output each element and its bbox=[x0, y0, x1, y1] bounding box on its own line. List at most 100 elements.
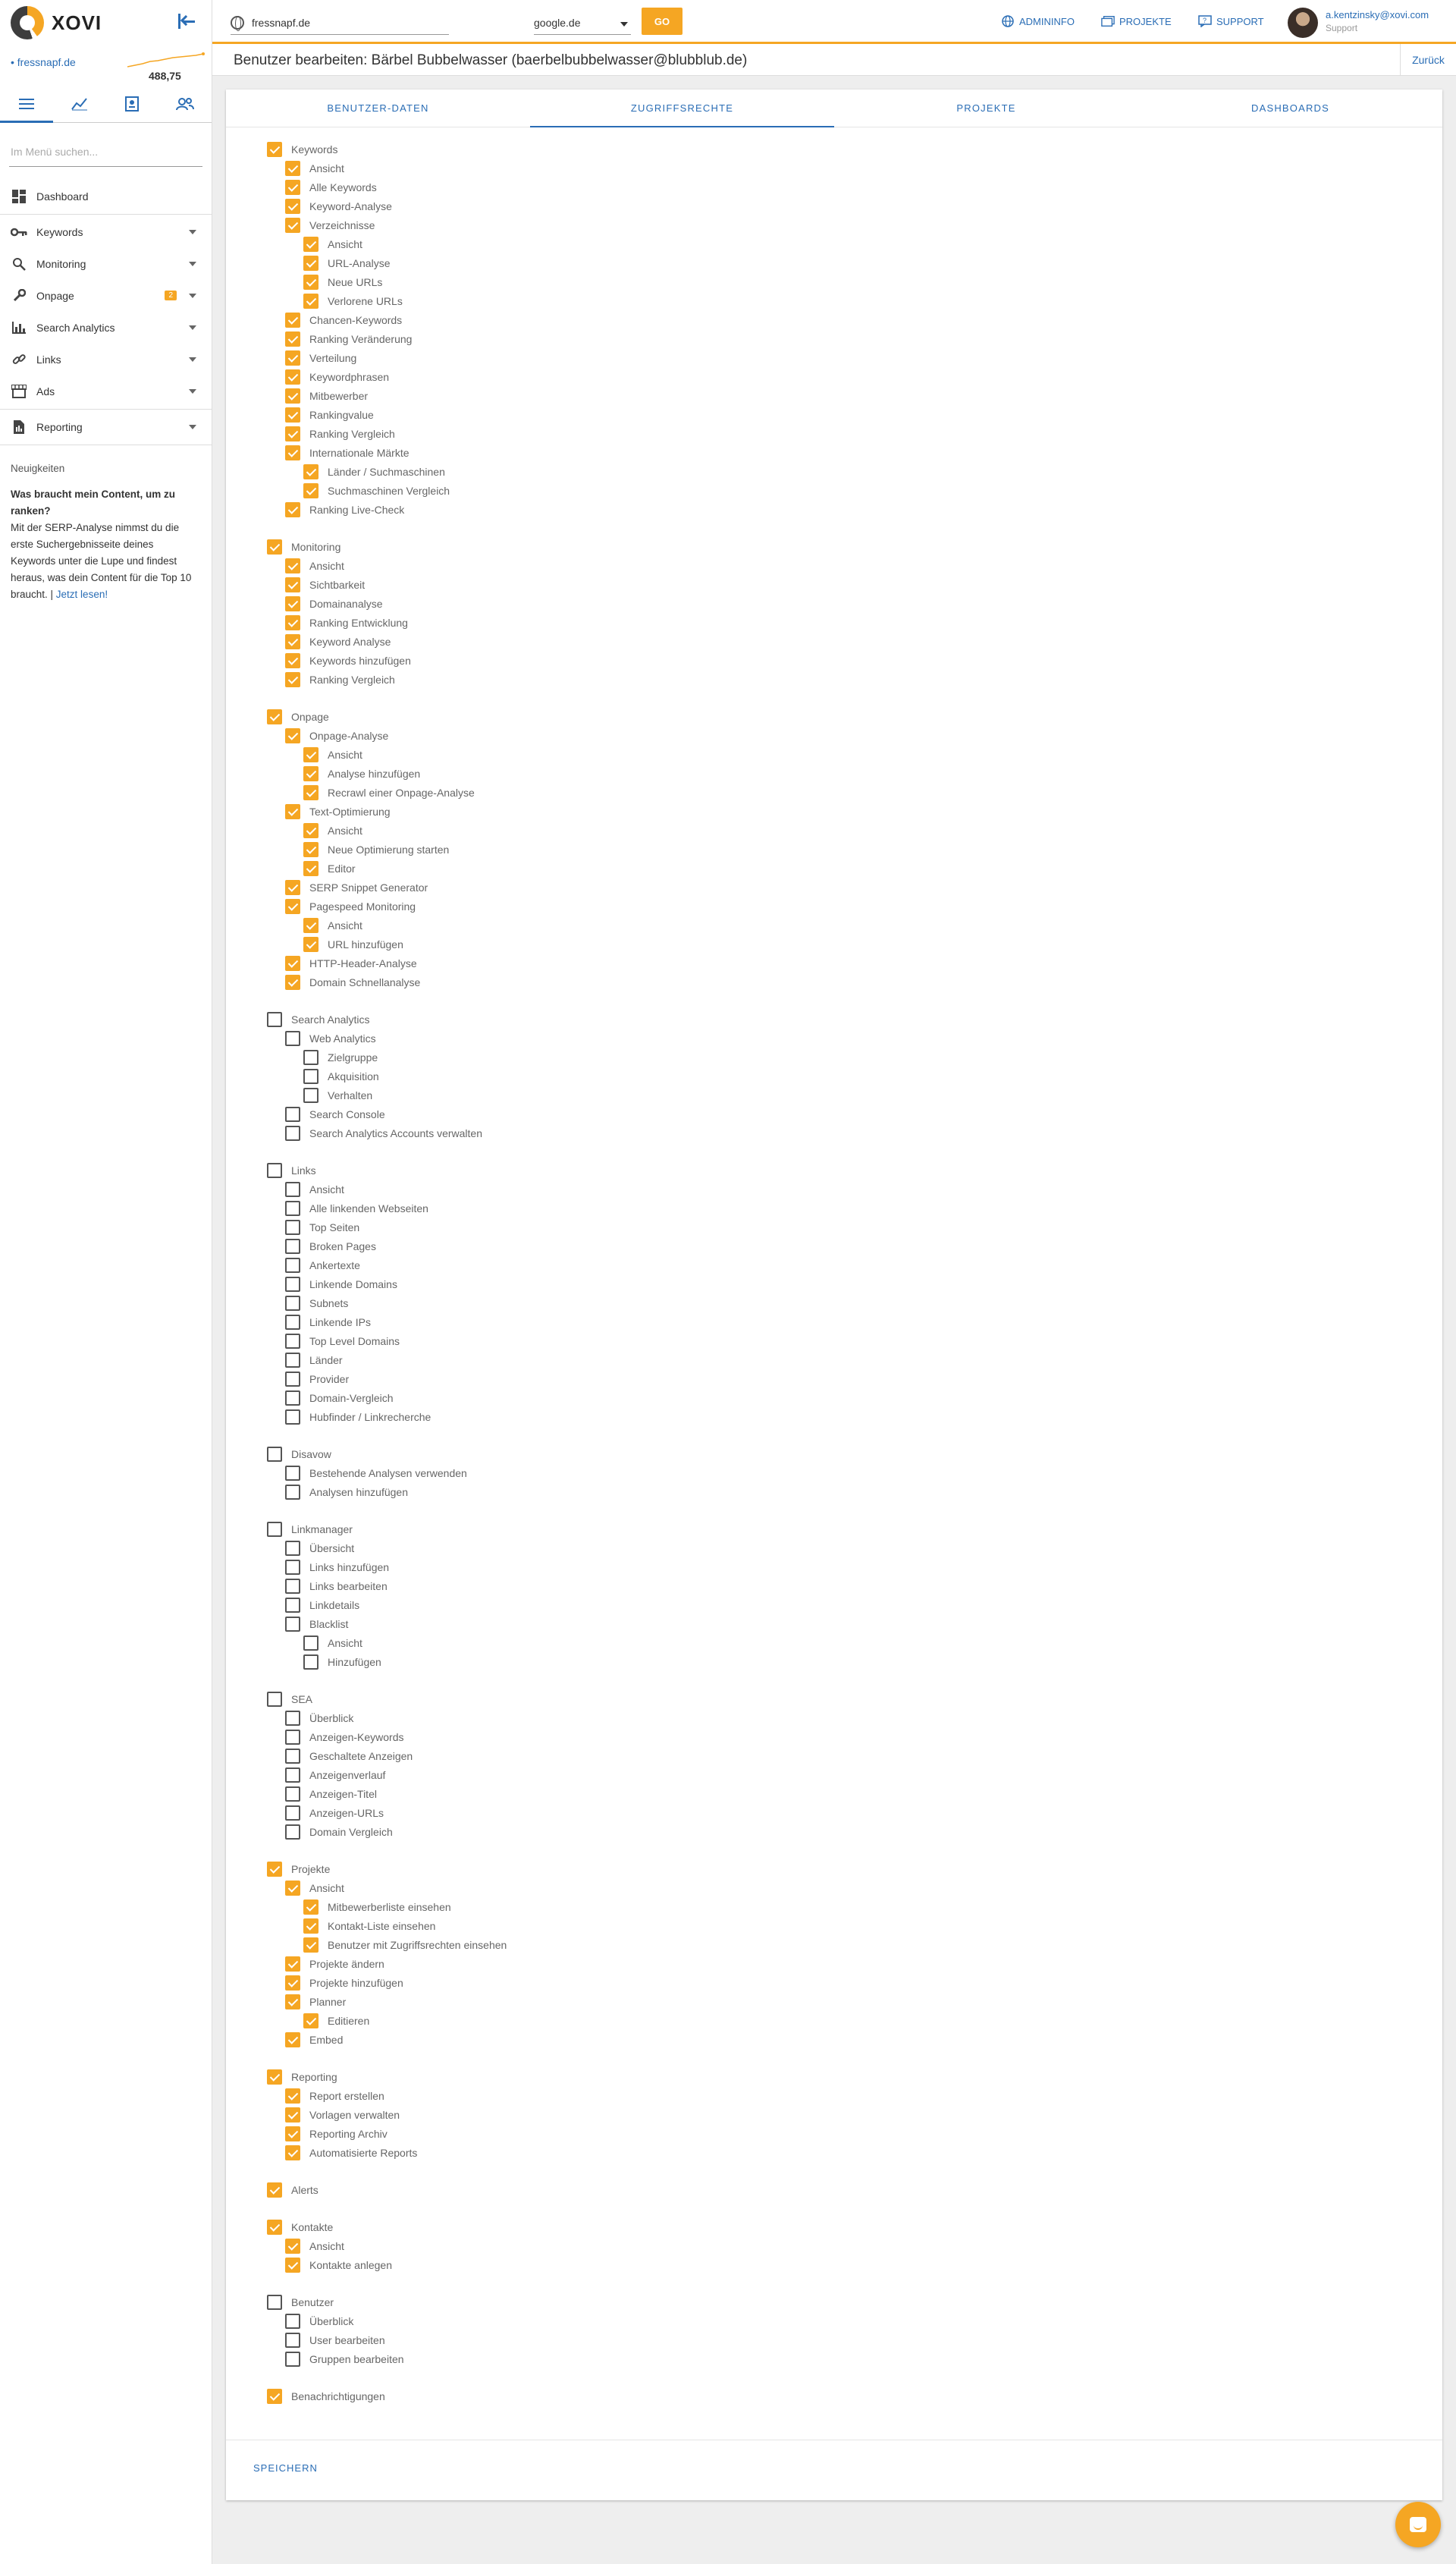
avatar[interactable] bbox=[1288, 8, 1318, 38]
checkbox-unchecked[interactable] bbox=[285, 1560, 300, 1575]
checkbox-checked[interactable] bbox=[285, 1881, 300, 1896]
checkbox-checked[interactable] bbox=[303, 785, 318, 800]
checkbox-checked[interactable] bbox=[285, 558, 300, 573]
sidebar-tab-contacts[interactable] bbox=[106, 85, 159, 122]
checkbox-unchecked[interactable] bbox=[285, 1485, 300, 1500]
permission-item[interactable]: Verzeichnisse bbox=[285, 217, 375, 234]
permission-item[interactable]: Akquisition bbox=[303, 1068, 379, 1085]
checkbox-unchecked[interactable] bbox=[267, 1447, 282, 1462]
permission-item[interactable]: Hinzufügen bbox=[303, 1654, 381, 1670]
checkbox-checked[interactable] bbox=[285, 2032, 300, 2047]
checkbox-unchecked[interactable] bbox=[285, 1749, 300, 1764]
search-engine-select[interactable]: google.de bbox=[534, 11, 631, 35]
go-button[interactable]: GO bbox=[642, 8, 682, 35]
checkbox-checked[interactable] bbox=[303, 483, 318, 498]
permission-item[interactable]: Ranking Veränderung bbox=[285, 331, 412, 347]
checkbox-checked[interactable] bbox=[285, 350, 300, 366]
permission-item[interactable]: Ansicht bbox=[303, 746, 362, 763]
permission-item[interactable]: Web Analytics bbox=[285, 1030, 376, 1047]
checkbox-checked[interactable] bbox=[285, 426, 300, 441]
permission-item[interactable]: Projekte ändern bbox=[285, 1956, 384, 1972]
checkbox-unchecked[interactable] bbox=[285, 1126, 300, 1141]
checkbox-unchecked[interactable] bbox=[285, 1711, 300, 1726]
permission-item[interactable]: Ansicht bbox=[303, 917, 362, 934]
checkbox-checked[interactable] bbox=[285, 577, 300, 592]
checkbox-unchecked[interactable] bbox=[285, 1579, 300, 1594]
permission-item[interactable]: Überblick bbox=[285, 2313, 353, 2330]
permission-item[interactable]: Ansicht bbox=[285, 558, 344, 574]
checkbox-unchecked[interactable] bbox=[285, 1334, 300, 1349]
checkbox-unchecked[interactable] bbox=[267, 1692, 282, 1707]
checkbox-checked[interactable] bbox=[285, 880, 300, 895]
checkbox-unchecked[interactable] bbox=[285, 1239, 300, 1254]
permission-item[interactable]: Mitbewerber bbox=[285, 388, 368, 404]
checkbox-checked[interactable] bbox=[267, 142, 282, 157]
checkbox-checked[interactable] bbox=[285, 2107, 300, 2123]
checkbox-unchecked[interactable] bbox=[267, 1163, 282, 1178]
menu-search-input[interactable]: Im Menü suchen... bbox=[9, 140, 202, 167]
permission-item[interactable]: Reporting Archiv bbox=[285, 2126, 388, 2142]
permission-item[interactable]: Links hinzufügen bbox=[285, 1559, 389, 1576]
permission-item[interactable]: Alerts bbox=[267, 2182, 318, 2198]
permission-item[interactable]: Rankingvalue bbox=[285, 407, 374, 423]
checkbox-checked[interactable] bbox=[303, 275, 318, 290]
logo-text[interactable]: XOVI bbox=[52, 11, 102, 34]
permission-item[interactable]: Linkende IPs bbox=[285, 1314, 371, 1331]
permission-item[interactable]: Übersicht bbox=[285, 1540, 354, 1557]
tab-projekte[interactable]: PROJEKTE bbox=[956, 102, 1016, 114]
permission-item[interactable]: Ranking Entwicklung bbox=[285, 614, 408, 631]
permission-item[interactable]: Linkmanager bbox=[267, 1521, 353, 1538]
permission-item[interactable]: Domain-Vergleich bbox=[285, 1390, 394, 1406]
permission-item[interactable]: Linkende Domains bbox=[285, 1276, 397, 1293]
permission-item[interactable]: Linkdetails bbox=[285, 1597, 359, 1613]
permission-item[interactable]: Benutzer bbox=[267, 2294, 334, 2311]
permission-item[interactable]: Keywordphrasen bbox=[285, 369, 389, 385]
checkbox-checked[interactable] bbox=[285, 2258, 300, 2273]
checkbox-checked[interactable] bbox=[285, 445, 300, 460]
permission-item[interactable]: Links bbox=[267, 1162, 316, 1179]
permission-item[interactable]: Recrawl einer Onpage-Analyse bbox=[303, 784, 475, 801]
checkbox-checked[interactable] bbox=[285, 180, 300, 195]
permission-item[interactable]: Keyword Analyse bbox=[285, 633, 391, 650]
checkbox-checked[interactable] bbox=[303, 861, 318, 876]
permission-item[interactable]: Report erstellen bbox=[285, 2088, 384, 2104]
permission-item[interactable]: Pagespeed Monitoring bbox=[285, 898, 416, 915]
checkbox-unchecked[interactable] bbox=[303, 1654, 318, 1670]
checkbox-checked[interactable] bbox=[267, 709, 282, 724]
checkbox-unchecked[interactable] bbox=[285, 1730, 300, 1745]
checkbox-checked[interactable] bbox=[285, 2145, 300, 2160]
checkbox-unchecked[interactable] bbox=[267, 1522, 282, 1537]
permission-item[interactable]: Sichtbarkeit bbox=[285, 577, 365, 593]
permission-item[interactable]: Editor bbox=[303, 860, 356, 877]
permission-item[interactable]: Monitoring bbox=[267, 539, 340, 555]
permission-item[interactable]: Ansicht bbox=[285, 160, 344, 177]
checkbox-unchecked[interactable] bbox=[285, 1541, 300, 1556]
permission-item[interactable]: Anzeigenverlauf bbox=[285, 1767, 385, 1783]
checkbox-checked[interactable] bbox=[285, 502, 300, 517]
permission-item[interactable]: Projekte bbox=[267, 1861, 330, 1877]
permission-item[interactable]: Geschaltete Anzeigen bbox=[285, 1748, 413, 1764]
checkbox-unchecked[interactable] bbox=[303, 1635, 318, 1651]
checkbox-unchecked[interactable] bbox=[285, 2314, 300, 2329]
checkbox-checked[interactable] bbox=[285, 653, 300, 668]
projekte-link[interactable]: PROJEKTE bbox=[1101, 15, 1172, 27]
checkbox-checked[interactable] bbox=[285, 2126, 300, 2141]
checkbox-unchecked[interactable] bbox=[285, 1409, 300, 1425]
permission-item[interactable]: Zielgruppe bbox=[303, 1049, 378, 1066]
permission-item[interactable]: Gruppen bearbeiten bbox=[285, 2351, 404, 2368]
permission-item[interactable]: Search Analytics Accounts verwalten bbox=[285, 1125, 482, 1142]
checkbox-unchecked[interactable] bbox=[285, 1315, 300, 1330]
checkbox-checked[interactable] bbox=[285, 369, 300, 385]
permission-item[interactable]: Blacklist bbox=[285, 1616, 348, 1632]
sidebar-tab-charts[interactable] bbox=[53, 85, 106, 122]
checkbox-unchecked[interactable] bbox=[285, 1372, 300, 1387]
checkbox-unchecked[interactable] bbox=[285, 1617, 300, 1632]
checkbox-unchecked[interactable] bbox=[285, 1107, 300, 1122]
permission-item[interactable]: Ranking Vergleich bbox=[285, 671, 395, 688]
permission-item[interactable]: Provider bbox=[285, 1371, 349, 1387]
permission-item[interactable]: Ranking Vergleich bbox=[285, 426, 395, 442]
sidebar-item-dashboard[interactable]: Dashboard bbox=[0, 181, 212, 212]
checkbox-checked[interactable] bbox=[303, 256, 318, 271]
sidebar-item-reporting[interactable]: Reporting bbox=[0, 411, 212, 443]
checkbox-unchecked[interactable] bbox=[303, 1069, 318, 1084]
